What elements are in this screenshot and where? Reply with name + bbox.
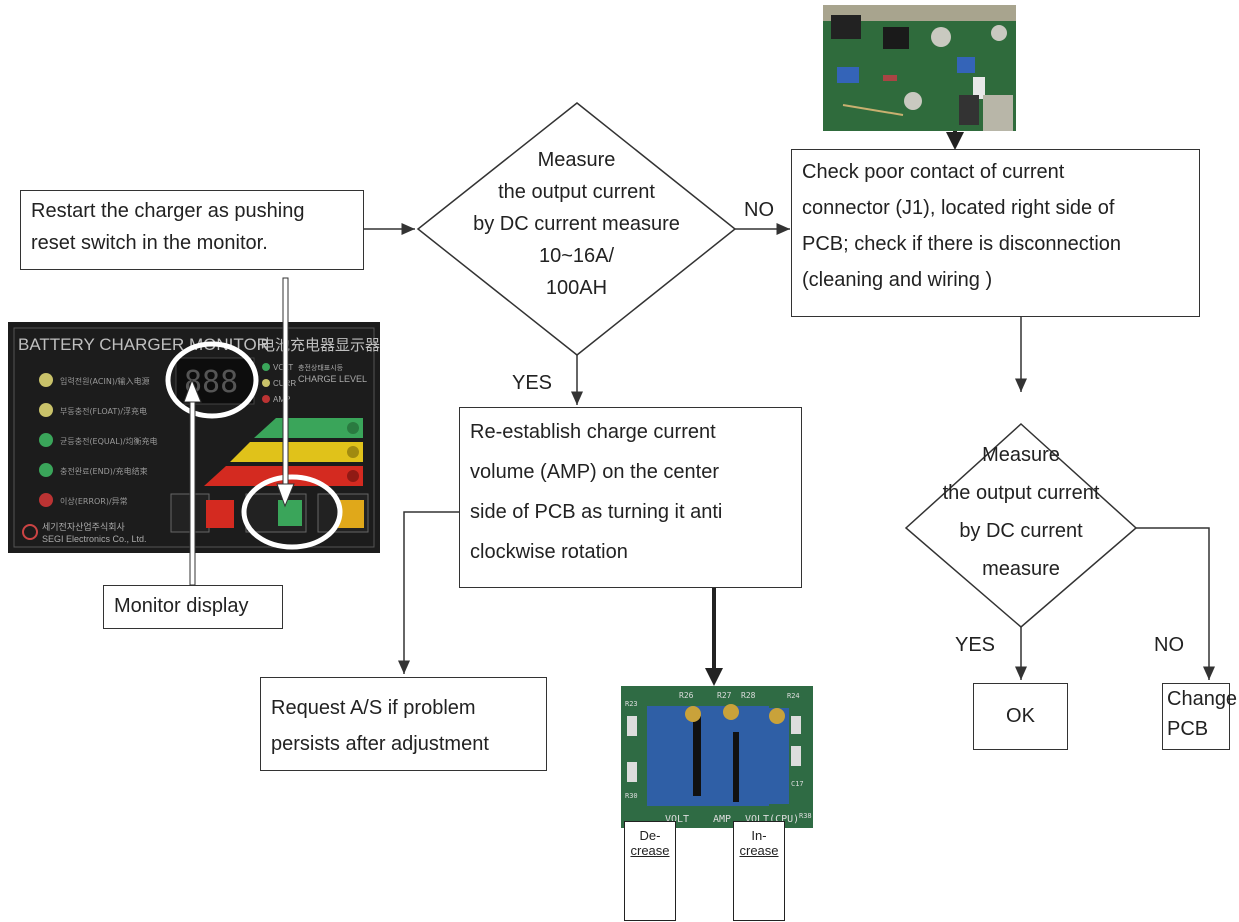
ok-box: OK bbox=[973, 683, 1068, 750]
panel-title: BATTERY CHARGER MONITOR bbox=[18, 335, 269, 354]
pcb-adjustment-photo: VOLT AMP VOLT(CPU) R26 R27 R28 R23 R24 R… bbox=[621, 686, 813, 828]
decrease-box: De- crease bbox=[624, 821, 676, 921]
measure2-line1: Measure bbox=[982, 444, 1060, 466]
svg-text:균등충전(EQUAL)/均衡充电: 균등충전(EQUAL)/均衡充电 bbox=[60, 436, 158, 446]
measure2-line3: by DC current bbox=[959, 520, 1083, 542]
svg-text:R38: R38 bbox=[799, 812, 812, 820]
pcb-label-amp: AMP bbox=[713, 814, 731, 825]
decrease-line1: De- bbox=[639, 828, 661, 843]
check-contact-box: Check poor contact of current connector … bbox=[791, 149, 1200, 317]
decrease-line2: crease bbox=[630, 843, 670, 858]
no-label-1: NO bbox=[744, 199, 774, 221]
pcb-adjust-graphic: VOLT AMP VOLT(CPU) R26 R27 R28 R23 R24 R… bbox=[621, 686, 813, 828]
svg-text:R28: R28 bbox=[741, 691, 756, 700]
check-line3: PCB; check if there is disconnection bbox=[802, 233, 1122, 255]
monitor-display-label: Monitor display bbox=[103, 585, 283, 629]
svg-text:부동충전(FLOAT)/浮充电: 부동충전(FLOAT)/浮充电 bbox=[60, 406, 147, 416]
pcb-label-volt-cpu: VOLT(CPU) bbox=[745, 814, 799, 825]
reestablish-line3: side of PCB as turning it anti bbox=[470, 501, 723, 523]
measure1-line1: Measure bbox=[537, 149, 616, 171]
reestablish-box: Re-establish charge current volume (AMP)… bbox=[459, 407, 802, 588]
svg-text:AMP: AMP bbox=[273, 395, 290, 404]
svg-text:SEGI Electronics Co., Ltd.: SEGI Electronics Co., Ltd. bbox=[42, 534, 147, 544]
check-line2: connector (J1), located right side of bbox=[802, 197, 1115, 219]
yes-label-2: YES bbox=[955, 634, 996, 656]
svg-text:R24: R24 bbox=[787, 692, 800, 700]
measure2-line2: the output current bbox=[942, 482, 1100, 504]
request-line1: Request A/S if problem bbox=[271, 697, 476, 719]
request-as-box: Request A/S if problem persists after ad… bbox=[260, 677, 547, 771]
restart-box: Restart the charger as pushing reset swi… bbox=[20, 190, 364, 270]
svg-text:CHARGE LEVEL: CHARGE LEVEL bbox=[298, 374, 367, 384]
arrow-no-to-change bbox=[1136, 527, 1215, 680]
increase-line2: crease bbox=[739, 843, 779, 858]
measure1-line4: 10~16A/ bbox=[538, 245, 615, 267]
measure2-text: Measure the output current by DC current… bbox=[906, 436, 1136, 588]
svg-text:세기전자산업주식회사: 세기전자산업주식회사 bbox=[42, 522, 126, 533]
change-pcb-box: Change PCB bbox=[1162, 683, 1238, 750]
svg-text:충전상태표시등: 충전상태표시등 bbox=[298, 363, 344, 372]
restart-text-line2: reset switch in the monitor. bbox=[31, 232, 268, 254]
increase-box: In- crease bbox=[733, 821, 785, 921]
ok-text: OK bbox=[1006, 705, 1035, 727]
measure1-line3: by DC current measure bbox=[473, 213, 680, 235]
measure1-text: Measure the output current by DC current… bbox=[418, 144, 735, 304]
svg-text:R26: R26 bbox=[679, 691, 694, 700]
measure1-line5: 100AH bbox=[545, 277, 608, 299]
reestablish-line1: Re-establish charge current bbox=[470, 421, 716, 443]
pcb-top-photo bbox=[823, 5, 1016, 131]
svg-text:충전완료(END)/充电结束: 충전완료(END)/充电结束 bbox=[60, 466, 148, 476]
arrowhead-check bbox=[946, 132, 964, 150]
pcb-label-volt: VOLT bbox=[665, 814, 689, 825]
svg-text:C17: C17 bbox=[791, 780, 804, 788]
arrow-reestablish-to-request bbox=[398, 511, 459, 674]
pcb-top-graphic bbox=[823, 5, 1016, 131]
svg-text:이상(ERROR)/异常: 이상(ERROR)/异常 bbox=[60, 496, 128, 506]
check-line4: (cleaning and wiring ) bbox=[802, 269, 993, 291]
restart-text-line1: Restart the charger as pushing bbox=[31, 200, 305, 222]
request-line2: persists after adjustment bbox=[271, 733, 489, 755]
no-label-2: NO bbox=[1154, 634, 1184, 656]
reestablish-line4: clockwise rotation bbox=[470, 541, 628, 563]
svg-text:R30: R30 bbox=[625, 792, 638, 800]
monitor-display-text: Monitor display bbox=[114, 595, 249, 617]
arrowhead-pcb bbox=[705, 668, 723, 686]
change-line1: Change bbox=[1167, 688, 1238, 710]
measure1-line2: the output current bbox=[498, 181, 655, 203]
check-line1: Check poor contact of current bbox=[802, 161, 1065, 183]
measure2-line4: measure bbox=[982, 558, 1060, 580]
increase-line1: In- bbox=[751, 828, 767, 843]
svg-text:R23: R23 bbox=[625, 700, 638, 708]
svg-text:입력전원(ACIN)/输入电源: 입력전원(ACIN)/输入电源 bbox=[60, 376, 150, 386]
svg-text:R27: R27 bbox=[717, 691, 732, 700]
yes-label-1: YES bbox=[512, 372, 553, 394]
change-line2: PCB bbox=[1167, 718, 1209, 740]
panel-title-cn: 电池充电器显示器 bbox=[260, 336, 380, 354]
reestablish-line2: volume (AMP) on the center bbox=[470, 461, 719, 483]
